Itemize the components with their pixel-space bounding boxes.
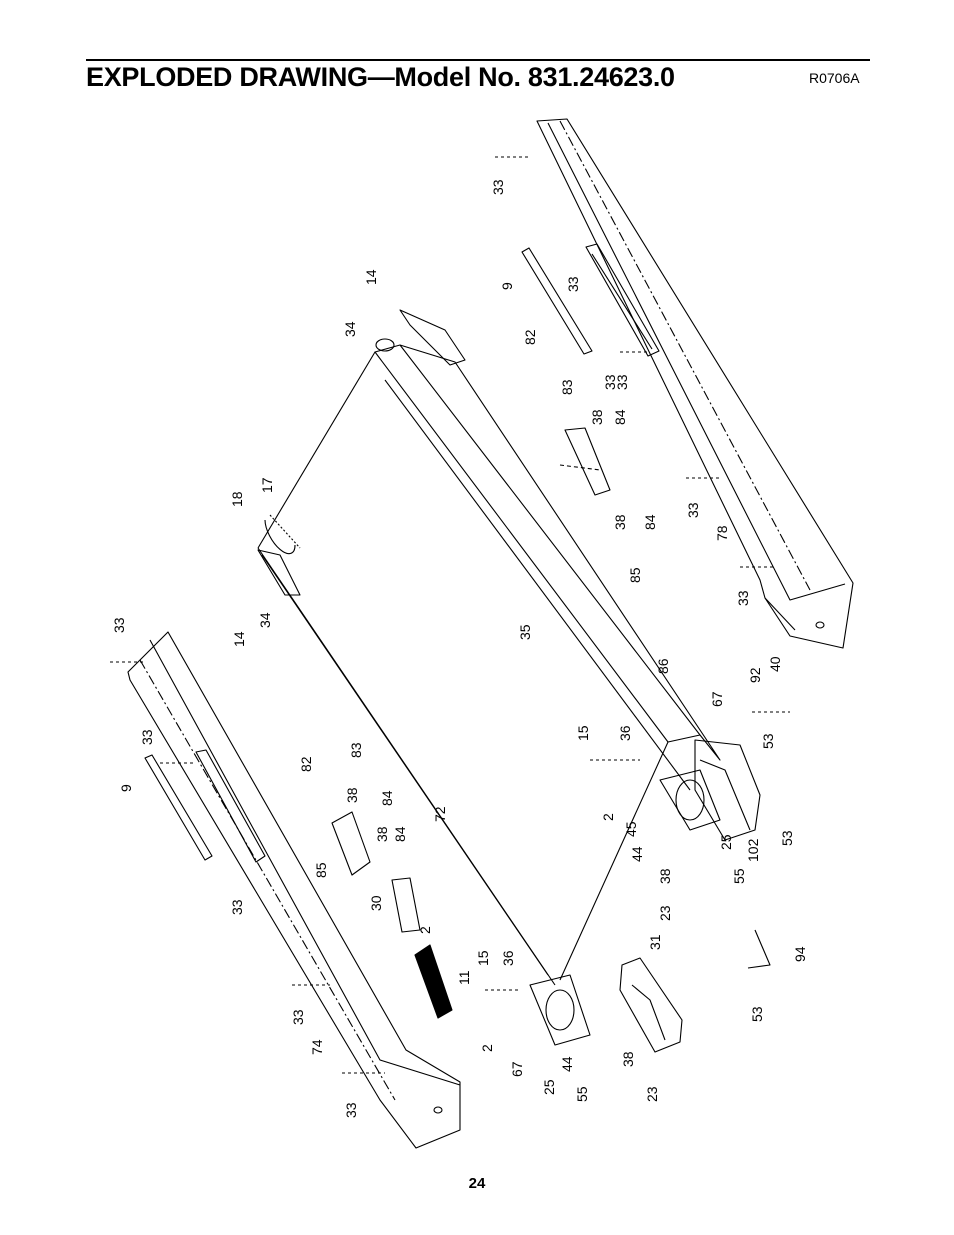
part-label: 38 [589, 409, 605, 425]
part-label: 31 [647, 934, 663, 950]
right-trim-strip [521, 243, 660, 357]
part-label: 102 [745, 838, 761, 862]
part-label: 30 [368, 895, 384, 911]
part-label: 53 [779, 830, 795, 846]
part-label: 33 [735, 590, 751, 606]
part-label: 83 [559, 379, 575, 395]
part-label: 38 [657, 868, 673, 884]
part-label: 44 [559, 1056, 575, 1072]
part-label: 33 [229, 899, 245, 915]
deck-frame [257, 309, 721, 986]
part-label: 9 [118, 784, 134, 792]
rear-roller-assembly [659, 769, 721, 831]
part-label: 2 [600, 813, 616, 821]
part-label: 84 [642, 514, 658, 530]
part-label: 92 [747, 667, 763, 683]
part-label: 33 [565, 276, 581, 292]
part-label: 45 [623, 821, 639, 837]
part-label: 85 [627, 567, 643, 583]
part-label: 40 [767, 656, 783, 672]
part-label: 2 [479, 1044, 495, 1052]
motor-hood-left [619, 957, 683, 1053]
part-label: 36 [500, 950, 516, 966]
part-label: 82 [298, 756, 314, 772]
motor-hood-right [694, 739, 761, 841]
upper-bracket [559, 427, 611, 496]
part-label: 33 [685, 502, 701, 518]
pad-30 [391, 877, 421, 933]
left-side-rail [127, 631, 461, 1149]
part-labels: 33 33 14 9 33 34 82 33 83 38 84 17 18 38… [111, 179, 808, 1118]
part-label: 38 [620, 1051, 636, 1067]
part-label: 33 [290, 1009, 306, 1025]
part-label: 23 [644, 1086, 660, 1102]
part-label: 25 [541, 1079, 557, 1095]
part-label: 11 [456, 970, 472, 985]
part-label: 82 [522, 329, 538, 345]
part-label: 14 [363, 269, 379, 285]
part-label: 17 [259, 477, 275, 493]
part-label: 74 [309, 1039, 325, 1055]
part-label: 72 [432, 806, 448, 822]
part-label: 67 [709, 691, 725, 707]
part-label: 25 [718, 834, 734, 850]
lower-bracket [331, 811, 371, 876]
leader-dashes [110, 156, 790, 1074]
part-label: 33 [343, 1102, 359, 1118]
part-label: 33 [490, 179, 506, 195]
part-label: 36 [617, 725, 633, 741]
part-label: 15 [575, 725, 591, 741]
part-label: 15 [475, 950, 491, 966]
part-label: 84 [612, 409, 628, 425]
drawing-code: R0706A [809, 70, 860, 86]
part-label: 33 [139, 729, 155, 745]
part-label: 38 [612, 514, 628, 530]
part-label: 78 [714, 525, 730, 541]
part-label: 85 [313, 862, 329, 878]
part-label: 34 [257, 612, 273, 628]
part-label: 38 [344, 787, 360, 803]
part-label: 33 [111, 617, 127, 633]
part-label: 34 [342, 321, 358, 337]
part-label: 9 [499, 282, 515, 290]
part-label: 2 [417, 926, 433, 934]
front-roller-assembly [529, 974, 591, 1046]
right-side-rail [536, 118, 854, 649]
page-number: 24 [468, 1175, 486, 1192]
hex-wrench [747, 929, 771, 969]
part-label: 35 [517, 624, 533, 640]
warning-label-11 [414, 944, 453, 1019]
part-label: 55 [574, 1086, 590, 1102]
part-label: 33 [602, 374, 618, 390]
part-label: 83 [348, 742, 364, 758]
part-label: 55 [731, 868, 747, 884]
part-label: 14 [231, 631, 247, 647]
part-label: 67 [509, 1061, 525, 1077]
part-label: 53 [760, 733, 776, 749]
part-label: 84 [379, 790, 395, 806]
part-label: 38 [374, 826, 390, 842]
part-label: 23 [657, 905, 673, 921]
page-title: EXPLODED DRAWING—Model No. 831.24623.0 [86, 62, 675, 92]
left-trim-strip [144, 749, 266, 863]
part-label: 86 [655, 658, 671, 674]
part-label: 84 [392, 826, 408, 842]
part-label: 94 [792, 946, 808, 962]
title-rule [86, 59, 870, 61]
part-label: 33 [614, 374, 630, 390]
part-label: 18 [229, 491, 245, 507]
part-label: 53 [749, 1006, 765, 1022]
part-label: 44 [629, 846, 645, 862]
